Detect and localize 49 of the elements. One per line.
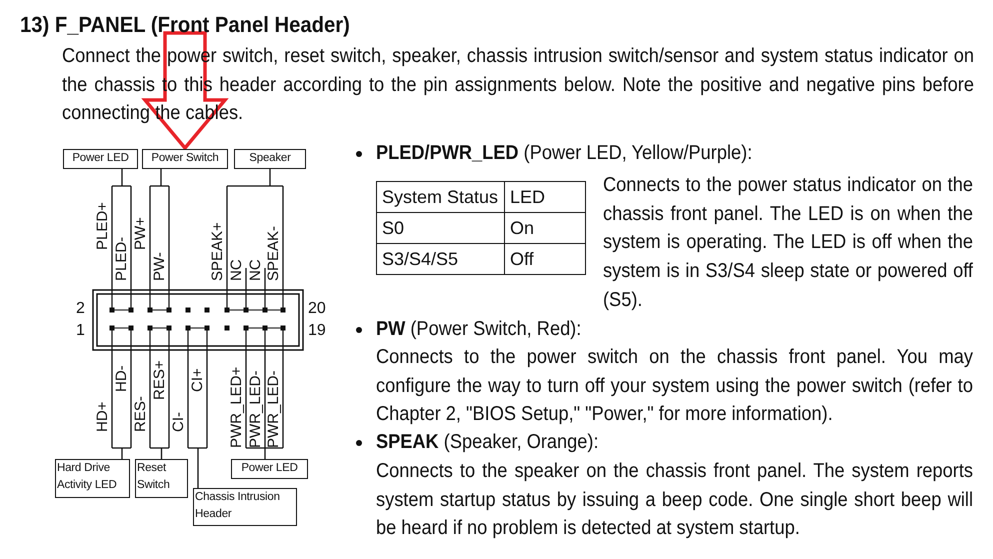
- section-heading: 13) F_PANEL (Front Panel Header): [20, 12, 350, 38]
- pin-name: NC: [229, 259, 244, 281]
- description-paragraph: Connects to the power status indicator on the chassis front panel. The LED is on when the system is operating. The LED is off when the system is in S3/S4 sleep state or powered off (S5).: [603, 173, 973, 313]
- table-entry: Off: [504, 244, 586, 274]
- item-heading: PLED/PWR_LED (Power LED, Yellow/Purple):: [376, 141, 754, 166]
- pin-name: CI-: [171, 412, 186, 432]
- wire-line: [187, 350, 208, 489]
- pin-name: SPEAK+: [210, 222, 225, 281]
- wire-line: [226, 168, 284, 290]
- pin-header-drawing: [92, 289, 304, 351]
- label-box: Chassis Intrusion Header: [193, 488, 297, 526]
- pin-number: 1: [76, 322, 85, 340]
- pin-name: HD+: [95, 402, 110, 432]
- label-box: Power Switch: [142, 149, 228, 169]
- pin-name: PLED-: [114, 236, 129, 281]
- pin-name: RES+: [152, 360, 167, 400]
- table-header: System Status: [376, 182, 504, 212]
- description-paragraph: Connects to the power switch on the chassis front panel. You may configure the way to turn off your system using the power switch (refer to Chapter 2, "BIOS Setup," "Power," for more information).: [376, 345, 973, 428]
- wire-line: [111, 168, 132, 290]
- pin-name: SPEAK-: [266, 226, 281, 281]
- description-paragraph: Connects to the speaker on the chassis front panel. The system reports system startup status by issuing a beep code. One single short beep will be heard if no problem is detected at system startup.: [376, 459, 973, 542]
- pin-name: PW+: [133, 217, 148, 250]
- table-entry: S3/S4/S5: [376, 244, 504, 274]
- pin-name: PWR_LED+: [229, 366, 244, 448]
- pin-number: 20: [308, 300, 326, 318]
- table-header: LED: [504, 182, 586, 212]
- pin-name: NC: [248, 259, 263, 281]
- pin-name: HD-: [114, 365, 129, 392]
- pin-name: PWR_LED-: [266, 370, 281, 448]
- pin-name: PLED+: [95, 202, 110, 250]
- label-box: Reset Switch: [135, 459, 188, 498]
- pin-name: CI+: [190, 368, 205, 392]
- pin-number: 19: [308, 322, 326, 340]
- item-heading: SPEAK (Speaker, Orange):: [376, 430, 600, 455]
- label-box: Hard Drive Activity LED: [55, 459, 130, 498]
- pin-name: RES-: [133, 396, 148, 432]
- pin-name: PW-: [152, 252, 167, 281]
- label-box: Power LED: [231, 459, 308, 479]
- wire-line: [111, 350, 132, 460]
- wire-line: [245, 350, 284, 460]
- table-entry: S0: [376, 212, 504, 244]
- pin-name: PWR_LED-: [248, 370, 263, 448]
- item-heading: PW (Power Switch, Red):: [376, 317, 582, 342]
- label-box: Power LED: [63, 149, 138, 169]
- wire-line: [149, 350, 170, 460]
- wire-line: [149, 168, 170, 290]
- table-entry: On: [504, 212, 586, 244]
- pin-number: 2: [76, 300, 85, 318]
- label-box: Speaker: [234, 149, 306, 169]
